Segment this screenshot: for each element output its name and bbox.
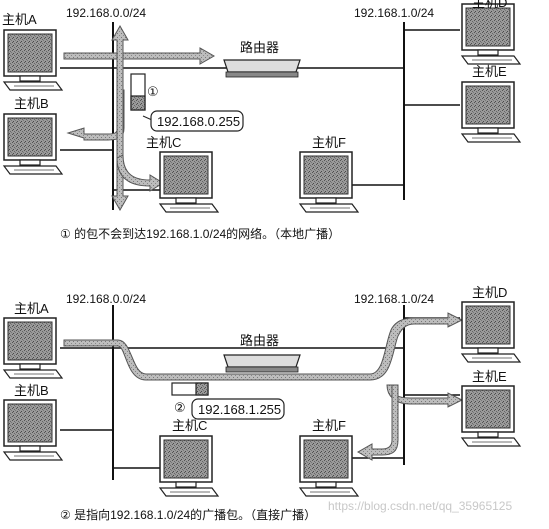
- marker-1: ①: [147, 84, 159, 99]
- caption-top: ① 的包不会到达192.168.1.0/24的网络。（本地广播）: [60, 226, 340, 241]
- net-right-label: 192.168.1.0/24: [354, 6, 434, 20]
- host-c: [159, 151, 219, 213]
- packet-icon: [130, 73, 153, 121]
- broadcast-path: [63, 312, 464, 461]
- host-e-label-2: 主机E: [472, 369, 507, 384]
- watermark: https://blog.csdn.net/qq_35965125: [328, 499, 512, 513]
- host-b: [3, 113, 63, 175]
- router-label: 路由器: [240, 40, 279, 55]
- host-c-label: 主机C: [146, 135, 181, 150]
- host-f: [299, 151, 359, 213]
- host-c-label-2: 主机C: [172, 418, 207, 433]
- packet-addr-2: 192.168.1.255: [198, 402, 281, 417]
- net-left-label: 192.168.0.0/24: [66, 6, 146, 20]
- host-e: [461, 81, 521, 143]
- host-b-label: 主机B: [14, 96, 49, 111]
- panel-bottom: 路由器 ② 192.168.1.255 192.168.0.0/24 192.1…: [3, 285, 521, 522]
- host-d: [461, 3, 521, 65]
- host-b-2: [3, 399, 63, 461]
- host-e-label: 主机E: [472, 64, 507, 79]
- packet-addr-box: [150, 110, 244, 132]
- marker-2: ②: [174, 400, 186, 415]
- host-f-label: 主机F: [312, 135, 346, 150]
- host-c-2: [159, 435, 219, 497]
- host-f-2: [299, 435, 359, 497]
- host-e-2: [461, 385, 521, 447]
- host-a-label: 主机A: [2, 12, 37, 27]
- caption-bottom: ② 是指向192.168.1.0/24的广播包。（直接广播）: [60, 507, 316, 522]
- host-d-label-2: 主机D: [472, 285, 507, 300]
- router-label-2: 路由器: [240, 333, 279, 348]
- host-d-2: [461, 301, 521, 363]
- broadcast-arrows: [63, 24, 216, 212]
- packet-addr: 192.168.0.255: [157, 114, 240, 129]
- router-2: [223, 354, 301, 373]
- packet-icon-2: [171, 382, 209, 396]
- host-a-2: [3, 317, 63, 379]
- net-left-label-2: 192.168.0.0/24: [66, 292, 146, 306]
- router: [223, 59, 301, 78]
- host-f-label-2: 主机F: [312, 418, 346, 433]
- packet-addr-box-2: [191, 398, 285, 420]
- host-a-label-2: 主机A: [14, 301, 49, 316]
- host-a: [3, 29, 63, 91]
- net-right-label-2: 192.168.1.0/24: [354, 292, 434, 306]
- host-d-label: 主机D: [472, 0, 507, 10]
- host-b-label-2: 主机B: [14, 383, 49, 398]
- panel-top: 路由器 ① 192.168.0.255 192.168.0.0/24 192.1…: [2, 0, 521, 241]
